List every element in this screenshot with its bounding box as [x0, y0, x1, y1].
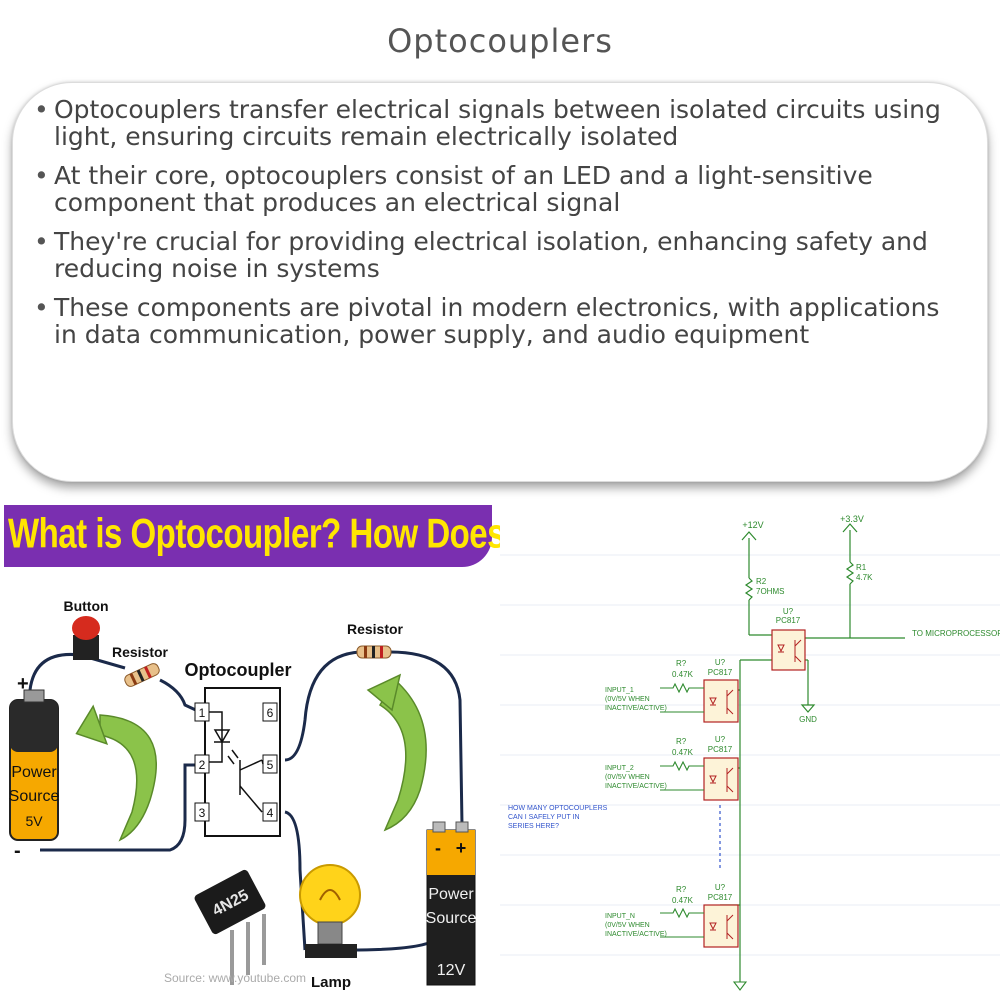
svg-text:INPUT_1: INPUT_1 [605, 687, 634, 694]
input-2-block: U? PC817 R? 0.47K INPUT_2 (0V/5V WHEN IN… [605, 735, 739, 801]
battery-12v-voltage: 12V [437, 962, 466, 979]
pin-2: 2 [199, 758, 206, 772]
bullet-item: At their core, optocouplers consist of a… [30, 162, 950, 216]
r1-value: 4.7K [856, 573, 873, 582]
pin-6: 6 [267, 706, 274, 720]
lamp-label: Lamp [311, 974, 351, 991]
battery-5v-minus: - [14, 840, 21, 862]
r1-label: R1 [856, 563, 867, 572]
image-source: Source: www.youtube.com [164, 971, 306, 985]
gnd-label: GND [799, 715, 817, 724]
battery-12v-label-2: Source [426, 910, 477, 927]
svg-text:R?: R? [676, 737, 687, 746]
svg-text:INACTIVE/ACTIVE): INACTIVE/ACTIVE) [605, 705, 667, 712]
pin-1: 1 [199, 706, 206, 720]
pin-4: 4 [267, 806, 274, 820]
optocoupler-illustration: Power Source 5V + - Button Resistor Opto… [9, 598, 477, 991]
battery-5v-plus: + [17, 673, 29, 695]
bullet-item: Optocouplers transfer electrical signals… [30, 96, 950, 150]
svg-text:(0V/5V WHEN: (0V/5V WHEN [605, 696, 650, 703]
r2-label: R2 [756, 577, 767, 586]
page-title: Optocouplers [387, 22, 613, 60]
svg-text:R?: R? [676, 885, 687, 894]
optocoupler-label: Optocoupler [185, 660, 292, 680]
svg-text:U?: U? [715, 883, 726, 892]
svg-text:U?: U? [715, 735, 726, 744]
question-line-3: SERIES HERE? [508, 823, 559, 830]
svg-text:R?: R? [676, 659, 687, 668]
r2-value: 7OHMS [756, 587, 784, 596]
question-line-1: HOW MANY OPTOCOUPLERS [508, 805, 608, 812]
svg-text:0.47K: 0.47K [672, 896, 694, 905]
bullet-item: These components are pivotal in modern e… [30, 294, 950, 348]
battery-5v-label-1: Power [11, 764, 57, 781]
u-top-label: U? [783, 607, 794, 616]
svg-text:(0V/5V WHEN: (0V/5V WHEN [605, 922, 650, 929]
svg-text:INACTIVE/ACTIVE): INACTIVE/ACTIVE) [605, 783, 667, 790]
v12-label: +12V [742, 520, 763, 530]
input-n-block: U? PC817 R? 0.47K INPUT_N (0V/5V WHEN IN… [605, 883, 739, 948]
svg-text:INPUT_2: INPUT_2 [605, 765, 634, 772]
optocoupler-schematic: +12V +3.3V R1 4.7K R2 7OHMS TO MICROPROC… [500, 505, 1000, 1000]
battery-12v-plus: + [456, 838, 467, 858]
battery-5v-voltage: 5V [25, 813, 43, 829]
svg-text:INPUT_N: INPUT_N [605, 913, 635, 920]
svg-text:INACTIVE/ACTIVE): INACTIVE/ACTIVE) [605, 931, 667, 938]
svg-text:(0V/5V WHEN: (0V/5V WHEN [605, 774, 650, 781]
bullet-item: They're crucial for providing electrical… [30, 228, 950, 282]
svg-text:PC817: PC817 [708, 668, 733, 677]
svg-text:0.47K: 0.47K [672, 670, 694, 679]
button-label: Button [63, 598, 108, 614]
to-mcu-label: TO MICROPROCESSOR INPUT [912, 629, 1000, 638]
resistor-left-label: Resistor [112, 644, 169, 660]
svg-text:0.47K: 0.47K [672, 748, 694, 757]
resistor-right-label: Resistor [347, 621, 404, 637]
svg-text:PC817: PC817 [708, 893, 733, 902]
battery-12v-label-1: Power [428, 886, 474, 903]
svg-text:U?: U? [715, 658, 726, 667]
svg-text:PC817: PC817 [708, 745, 733, 754]
battery-5v-label-2: Source [9, 788, 60, 805]
bullet-list: Optocouplers transfer electrical signals… [30, 96, 950, 360]
input-1-block: U? PC817 R? 0.47K INPUT_1 (0V/5V WHEN IN… [605, 658, 739, 723]
pin-3: 3 [199, 806, 206, 820]
figure-banner [4, 505, 492, 567]
battery-12v-minus: - [435, 838, 441, 858]
u-top-part: PC817 [776, 616, 801, 625]
question-line-2: CAN I SAFELY PUT IN [508, 814, 580, 821]
v33-label: +3.3V [840, 514, 864, 524]
pin-5: 5 [267, 758, 274, 772]
